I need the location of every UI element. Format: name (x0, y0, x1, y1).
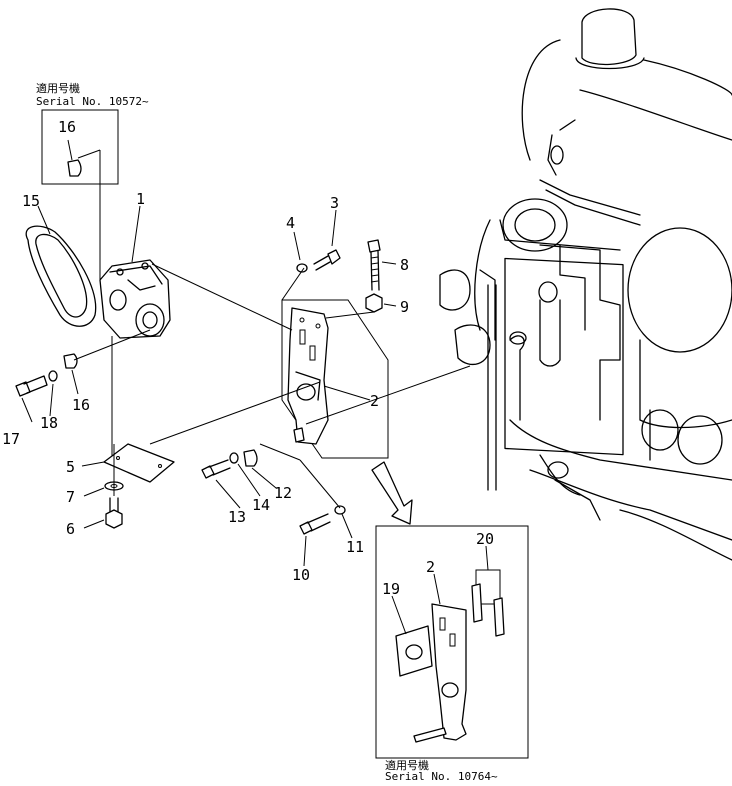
callout-19: 19 (382, 580, 400, 598)
callout-10: 10 (292, 566, 310, 584)
callout-3: 3 (330, 194, 339, 212)
callout-labels: 1 2 3 4 5 6 7 8 9 10 11 12 13 14 15 16 1… (2, 190, 409, 584)
callout-1: 1 (136, 190, 145, 208)
callout-11: 11 (346, 538, 364, 556)
nut-9 (365, 293, 383, 313)
callout-7: 7 (66, 488, 75, 506)
callout-15: 15 (22, 192, 40, 210)
callout-13: 13 (228, 508, 246, 526)
fitting-16 (63, 353, 78, 369)
fitting-12 (243, 449, 258, 467)
inset-serial-10572: 適用号機 Serial No. 10572~ 16 (36, 81, 149, 185)
callout-4: 4 (286, 214, 295, 232)
callout-17: 17 (2, 430, 20, 448)
callout-14: 14 (252, 496, 270, 514)
washer-11 (334, 505, 346, 515)
callout-2-inset: 2 (426, 558, 435, 576)
pump-part (99, 259, 171, 339)
washer-4 (296, 263, 308, 273)
washer-18 (48, 370, 58, 382)
callout-18: 18 (40, 414, 58, 432)
bolt-10 (299, 513, 331, 535)
callout-20: 20 (476, 530, 494, 548)
callout-8: 8 (400, 256, 409, 274)
callout-6: 6 (66, 520, 75, 538)
leader-lines (21, 150, 471, 567)
callout-5: 5 (66, 458, 75, 476)
belt-part (25, 225, 97, 327)
callout-16: 16 (72, 396, 90, 414)
inset-bottom-serial: Serial No. 10764~ (385, 770, 498, 781)
washer-14 (229, 452, 239, 464)
bracket-2 (281, 299, 389, 459)
callout-16-inset: 16 (58, 118, 76, 136)
callout-2: 2 (370, 392, 379, 410)
inset-top-serial-jp: 適用号機 (36, 81, 80, 95)
engine-illustration (439, 8, 732, 561)
inset-bottom-serial-jp: 適用号機 (385, 758, 429, 772)
gasket-5 (103, 443, 175, 483)
bolt-3 (313, 249, 341, 271)
bolt-17 (15, 375, 48, 397)
bolt-13 (201, 459, 231, 479)
inset-serial-10764: 適用号機 Serial No. 10764~ 20 2 19 (375, 525, 529, 783)
arrow-to-inset (371, 461, 413, 525)
bolt-8 (367, 239, 381, 291)
callout-9: 9 (400, 298, 409, 316)
callout-12: 12 (274, 484, 292, 502)
inset-top-serial: Serial No. 10572~ (36, 95, 149, 108)
bolt-6 (105, 497, 123, 529)
